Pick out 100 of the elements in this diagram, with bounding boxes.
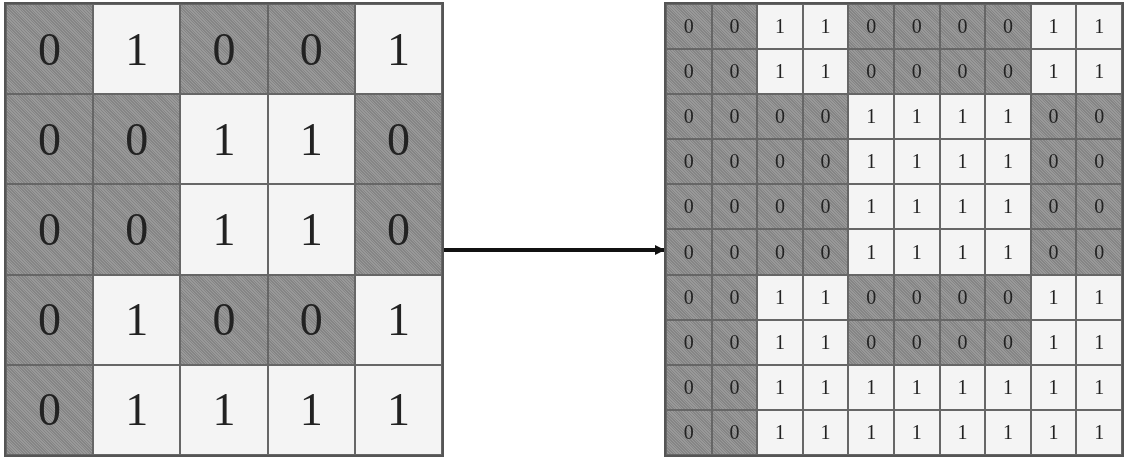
cell-value: 1 <box>1094 375 1105 399</box>
cell-value: 1 <box>957 420 968 444</box>
cell-value: 0 <box>729 375 740 399</box>
cell-value: 0 <box>1048 105 1059 129</box>
cell-value: 0 <box>957 330 968 354</box>
cell-value: 0 <box>911 60 922 84</box>
cell-value: 0 <box>957 15 968 39</box>
cell-value: 0 <box>820 195 831 219</box>
cell-value: 1 <box>820 285 831 309</box>
cell-value: 1 <box>820 60 831 84</box>
cell-value: 1 <box>1094 285 1105 309</box>
number-grid <box>4 2 444 457</box>
cell-value: 1 <box>911 240 922 264</box>
cell-value: 1 <box>1048 15 1059 39</box>
cell-value: 1 <box>775 285 785 309</box>
cell-value: 0 <box>866 15 877 39</box>
cell-value: 0 <box>38 293 62 347</box>
cell-value: 1 <box>1003 420 1013 444</box>
cell-value: 0 <box>866 285 877 309</box>
cell-value: 0 <box>1003 330 1013 354</box>
cell-value: 1 <box>1094 15 1105 39</box>
cell-value: 1 <box>911 105 922 129</box>
cell-value: 0 <box>683 420 694 444</box>
cell-value: 0 <box>775 195 785 219</box>
cell-value: 0 <box>729 420 740 444</box>
cell-value: 0 <box>212 22 236 76</box>
cell-value: 1 <box>125 293 149 347</box>
cell-value: 1 <box>775 330 785 354</box>
cell-value: 1 <box>125 383 149 437</box>
cell-value: 0 <box>1048 240 1059 264</box>
cell-value: 1 <box>775 375 785 399</box>
cell-value: 1 <box>1048 420 1059 444</box>
cell-value: 1 <box>866 105 877 129</box>
number-grid <box>664 2 1124 457</box>
cell-value: 0 <box>386 203 410 256</box>
cell-value: 0 <box>775 240 785 264</box>
cell-value: 1 <box>212 203 236 256</box>
cell-value: 1 <box>1003 240 1013 264</box>
cell-value: 1 <box>299 203 323 256</box>
cell-value: 0 <box>729 195 740 219</box>
cell-value: 0 <box>957 60 968 84</box>
cell-value: 1 <box>866 195 877 219</box>
cell-value: 1 <box>1094 420 1105 444</box>
cell-value: 1 <box>386 293 410 347</box>
cell-value: 0 <box>683 195 694 219</box>
cell-value: 1 <box>212 383 236 437</box>
cell-value: 0 <box>729 60 740 84</box>
cell-value: 1 <box>820 420 831 444</box>
cell-value: 0 <box>820 150 831 174</box>
cell-value: 1 <box>911 195 922 219</box>
cell-value: 0 <box>820 105 831 129</box>
cell-value: 1 <box>866 240 877 264</box>
cell-value: 1 <box>1094 60 1105 84</box>
cell-value: 1 <box>1003 150 1013 174</box>
cell-value: 0 <box>683 240 694 264</box>
cell-value: 1 <box>1048 60 1059 84</box>
cell-value: 0 <box>1094 195 1105 219</box>
cell-value: 0 <box>729 330 740 354</box>
cell-value: 1 <box>957 195 968 219</box>
cell-value: 1 <box>957 375 968 399</box>
cell-value: 1 <box>820 375 831 399</box>
cell-value: 1 <box>866 375 877 399</box>
cell-value: 1 <box>299 383 323 437</box>
cell-value: 1 <box>866 150 877 174</box>
cell-value: 0 <box>683 60 694 84</box>
cell-value: 0 <box>775 150 785 174</box>
cell-value: 0 <box>911 15 922 39</box>
cell-value: 1 <box>386 383 410 437</box>
cell-value: 0 <box>683 15 694 39</box>
cell-value: 0 <box>911 285 922 309</box>
arrow <box>444 245 665 255</box>
cell-value: 0 <box>1094 150 1105 174</box>
cell-value: 0 <box>1048 150 1059 174</box>
cell-value: 1 <box>299 112 323 166</box>
cell-value: 0 <box>1003 15 1013 39</box>
cell-value: 0 <box>729 150 740 174</box>
cell-value: 1 <box>125 22 149 76</box>
cell-value: 1 <box>775 420 785 444</box>
cell-value: 0 <box>683 330 694 354</box>
cell-value: 1 <box>911 420 922 444</box>
cell-value: 1 <box>1094 330 1105 354</box>
cell-value: 0 <box>729 15 740 39</box>
cell-value: 1 <box>957 150 968 174</box>
cell-value: 0 <box>866 60 877 84</box>
cell-value: 0 <box>212 293 236 347</box>
cell-value: 0 <box>820 240 831 264</box>
cell-value: 0 <box>957 285 968 309</box>
cell-value: 0 <box>1003 60 1013 84</box>
cell-value: 1 <box>911 150 922 174</box>
cell-value: 1 <box>820 330 831 354</box>
cell-value: 1 <box>212 112 236 166</box>
cell-value: 1 <box>775 60 785 84</box>
cell-value: 0 <box>1048 195 1059 219</box>
cell-value: 1 <box>911 375 922 399</box>
cell-value: 1 <box>957 105 968 129</box>
cell-value: 1 <box>957 240 968 264</box>
cell-value: 0 <box>775 105 785 129</box>
cell-value: 1 <box>1048 375 1059 399</box>
cell-value: 0 <box>1094 240 1105 264</box>
cell-value: 1 <box>820 15 831 39</box>
